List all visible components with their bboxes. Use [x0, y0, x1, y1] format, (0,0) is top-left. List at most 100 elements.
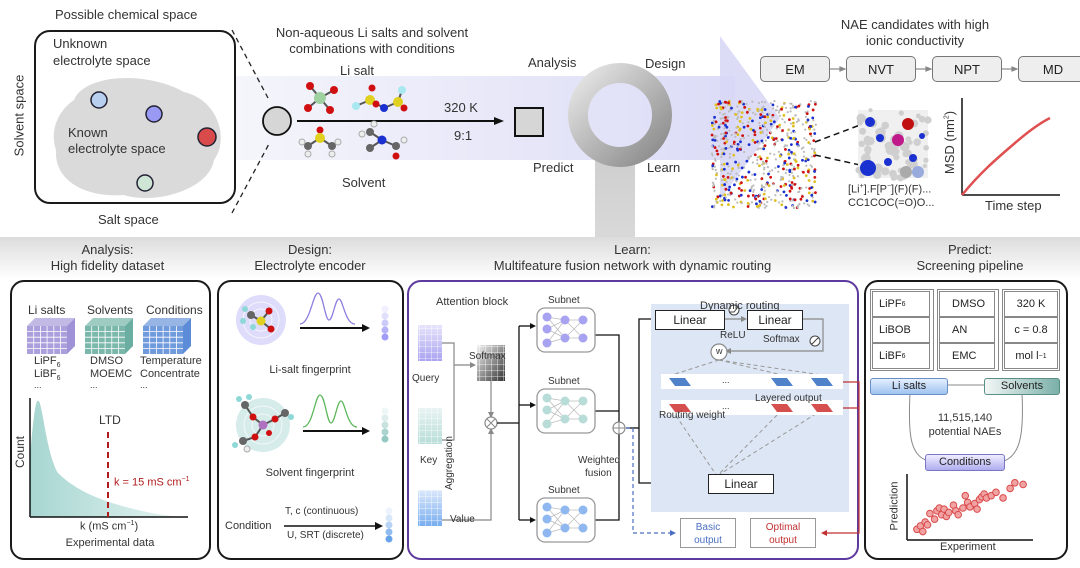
scatter-point: [1011, 479, 1019, 487]
md-atom: [787, 150, 791, 154]
md-atom: [790, 168, 794, 171]
md-atom: [714, 103, 718, 107]
md-atom: [761, 141, 765, 145]
md-atom: [778, 154, 782, 158]
unknown-space-label-1: Unknown: [53, 36, 108, 51]
md-atom: [791, 199, 794, 202]
md-atom: [797, 104, 801, 108]
md-atom: [771, 115, 774, 119]
md-atom: [761, 163, 764, 166]
step-arrows: [830, 66, 1019, 72]
md-atom: [813, 169, 816, 173]
md-atom: [788, 189, 792, 193]
md-zoom-atom: [890, 151, 895, 156]
md-atom: [759, 202, 762, 205]
md-atom: [769, 119, 773, 123]
md-atom: [713, 204, 716, 207]
md-atom: [773, 199, 777, 202]
cycle-predict: Predict: [533, 160, 574, 175]
md-atom: [737, 174, 740, 177]
md-atom: [760, 108, 764, 112]
md-atom: [774, 109, 778, 112]
scatter-point: [1006, 484, 1014, 493]
design-header-1: Design:: [287, 242, 333, 257]
threshold-text: k = 15 mS cm−1: [114, 476, 190, 489]
md-atom: [754, 113, 757, 116]
md-atom: [810, 134, 813, 138]
md-atom: [714, 159, 717, 162]
md-atom: [719, 199, 722, 203]
msd-plot: [961, 98, 1060, 196]
md-atom: [777, 150, 780, 153]
subnet-2-node: [542, 393, 552, 403]
md-zoom-atom: [913, 138, 922, 146]
md-atom: [763, 206, 767, 209]
md-atom: [720, 107, 723, 111]
md-atom: [731, 167, 735, 170]
md-atom: [788, 173, 791, 177]
md-atom: [736, 105, 739, 108]
layered-output-label: Layered output: [755, 393, 822, 404]
md-atom: [773, 100, 776, 103]
md-atom: [731, 144, 734, 147]
md-atom: [791, 117, 795, 120]
md-atom: [760, 139, 764, 143]
md-atom: [762, 147, 766, 151]
md-atom: [724, 187, 728, 191]
md-atom: [734, 135, 737, 138]
md-atom: [809, 100, 812, 103]
md-atom: [772, 183, 775, 186]
md-atom: [792, 174, 795, 177]
md-atom: [765, 156, 769, 160]
md-atom: [800, 195, 804, 198]
md-atom: [770, 198, 773, 201]
md-atom: [798, 202, 801, 206]
dynamic-routing-label: Dynamic routing: [700, 300, 780, 312]
md-atom: [791, 124, 795, 128]
md-atom: [785, 163, 789, 166]
smiles-salt: [Li+].F[P−](F)(F)...: [848, 183, 932, 196]
md-atom: [720, 163, 723, 166]
scatter-point: [1019, 480, 1027, 489]
md-atom: [788, 197, 792, 201]
optimal-output-line-2: output: [769, 535, 797, 546]
md-atom: [765, 183, 768, 186]
md-atom: [799, 103, 802, 106]
md-atom: [734, 113, 738, 116]
md-atom: [740, 175, 744, 179]
cycle-stem: [595, 160, 635, 240]
md-zoom-ion: [902, 118, 914, 130]
routing-weight-blocks: [669, 378, 833, 386]
md-atom: [786, 134, 789, 137]
md-atom: [726, 138, 729, 142]
md-atom: [781, 129, 784, 132]
md-atom: [720, 137, 723, 141]
unknown-space-label-2: electrolyte space: [53, 53, 151, 68]
md-atom: [811, 199, 815, 203]
scatter-point: [918, 527, 927, 536]
md-atom: [813, 200, 817, 204]
aggregation-label: Aggregation: [444, 436, 455, 490]
linear-layer-3: Linear: [708, 474, 774, 494]
md-atom: [719, 122, 723, 125]
md-atom: [769, 152, 772, 155]
md-atom: [744, 175, 747, 179]
md-atom: [720, 156, 723, 159]
md-atom: [751, 173, 754, 176]
md-atom: [781, 200, 784, 203]
md-atom: [760, 188, 764, 191]
subnet-3-label: Subnet: [548, 485, 580, 496]
md-atom: [713, 115, 716, 119]
key-label: Key: [420, 455, 438, 466]
md-atom: [758, 204, 762, 207]
md-atom: [753, 153, 757, 157]
solvent-label: Solvent: [342, 175, 386, 190]
md-atom: [780, 107, 784, 111]
subnet-1-node: [542, 312, 552, 322]
li-salt-encoding: [236, 292, 389, 345]
md-atom: [773, 153, 776, 156]
md-atom: [739, 146, 743, 149]
md-atom: [788, 170, 792, 174]
basic-output-box: Basic output: [680, 518, 736, 548]
md-zoom-ion: [919, 133, 925, 139]
